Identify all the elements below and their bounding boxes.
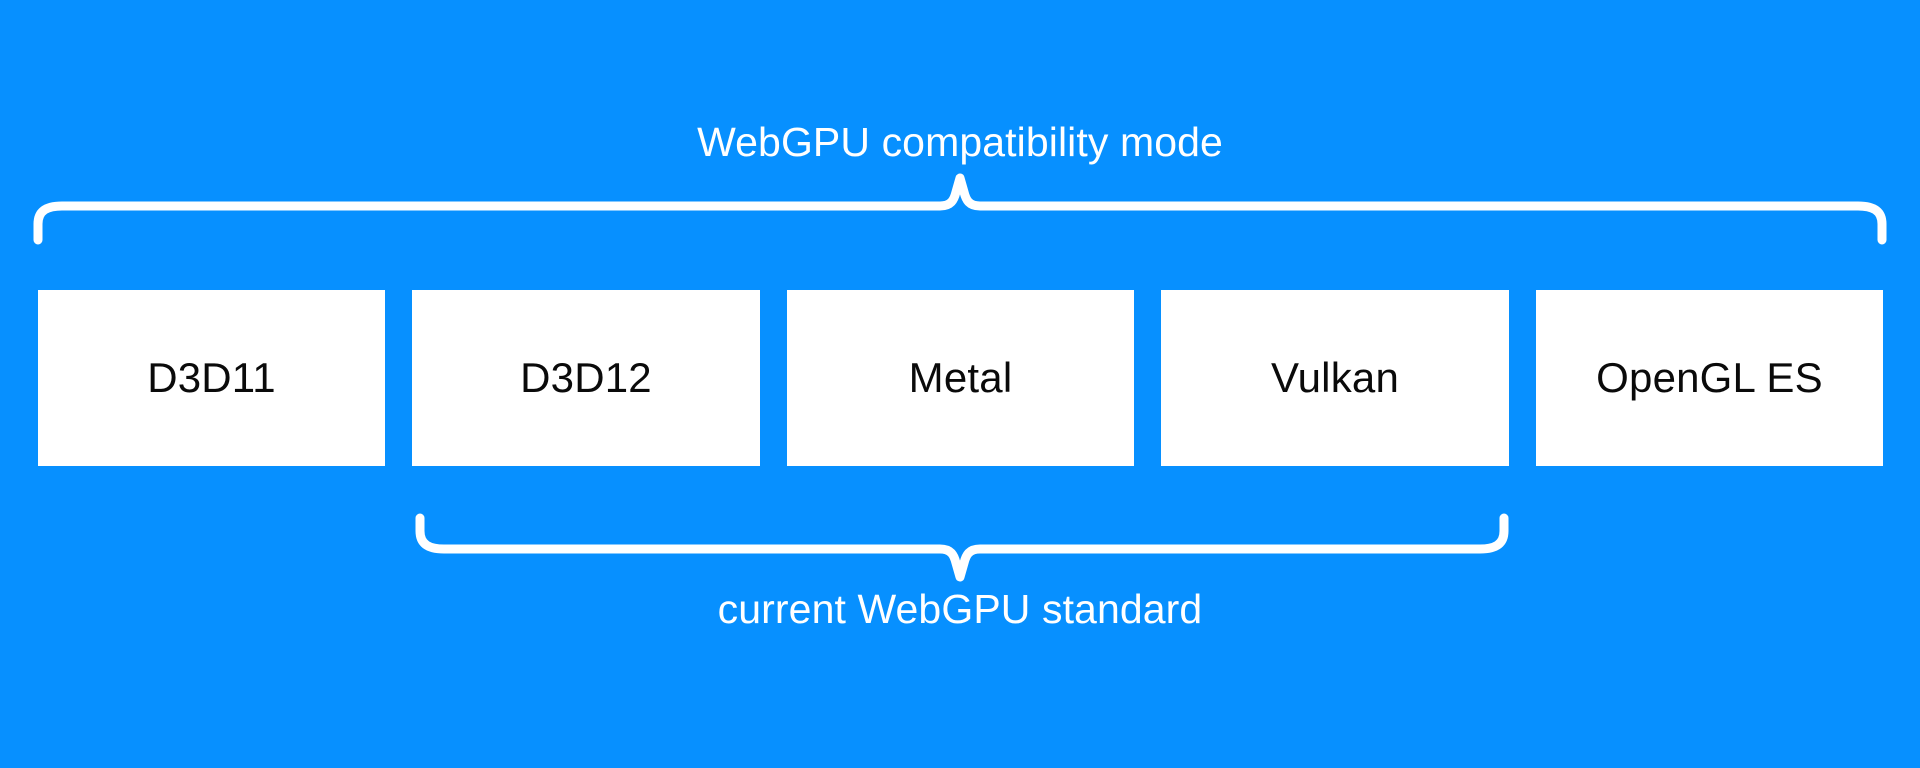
api-box-row: D3D11 D3D12 Metal Vulkan OpenGL ES [38,290,1883,466]
api-box-label: Metal [908,354,1013,401]
api-box-d3d11[interactable]: D3D11 [38,290,385,466]
api-box-label: Vulkan [1270,354,1400,401]
api-box-opengl-es[interactable]: OpenGL ES [1536,290,1883,466]
top-brace-shape [33,173,1887,245]
api-box-label: OpenGL ES [1596,354,1823,401]
top-group-label: WebGPU compatibility mode [697,119,1223,165]
api-box-metal[interactable]: Metal [787,290,1134,466]
api-box-label: D3D11 [147,354,276,401]
bottom-group-label: current WebGPU standard [717,586,1203,632]
api-box-label: D3D12 [520,354,652,401]
bottom-brace-shape [415,513,1509,582]
api-box-d3d12[interactable]: D3D12 [412,290,760,466]
top-group-brace [30,168,1890,248]
bottom-group-brace [412,505,1512,585]
api-box-vulkan[interactable]: Vulkan [1161,290,1509,466]
